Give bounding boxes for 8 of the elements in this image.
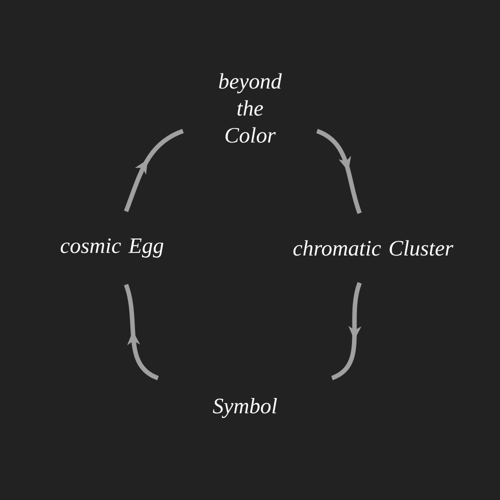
node-label: Symbol	[212, 398, 277, 418]
arrow	[331, 282, 362, 380]
arrow	[124, 284, 159, 380]
node-label: cosmic Egg	[60, 238, 164, 258]
arrow	[124, 128, 184, 212]
arrow	[316, 128, 362, 214]
node-label: beyond the Color	[219, 73, 282, 143]
node-label: chromatic Cluster	[293, 240, 454, 256]
